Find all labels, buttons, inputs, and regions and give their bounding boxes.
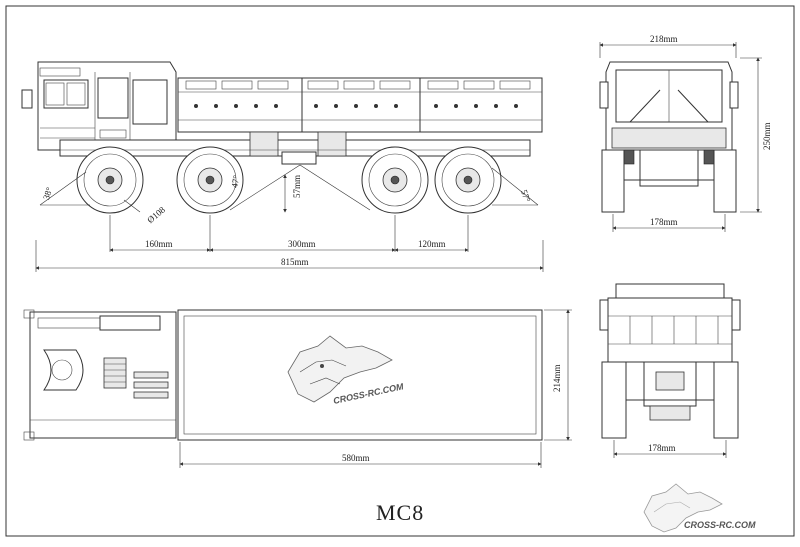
bed-width-label: 214mm <box>552 364 562 392</box>
model-title: MC8 <box>376 500 424 525</box>
front-tire-left <box>601 149 625 213</box>
top-cargo-bed <box>177 309 543 441</box>
cab-rear-window <box>132 79 168 125</box>
front-width-label: 218mm <box>650 34 678 44</box>
front-view: 218mm 250mm 178mm <box>599 34 772 232</box>
departure-angle-label: 57° <box>519 188 533 203</box>
ground-clearance-label: 57mm <box>292 175 302 198</box>
spacing-1-label: 160mm <box>145 239 173 249</box>
rear-tire-right <box>713 361 739 439</box>
top-vent-grille <box>103 357 127 389</box>
wheel-2 <box>176 146 244 214</box>
rear-view: 178mm <box>599 283 741 458</box>
wheel-diameter-label: Ø108 <box>145 204 167 225</box>
wheel-3 <box>361 146 429 214</box>
cab-door-window <box>97 77 129 119</box>
front-height-label: 250mm <box>762 122 772 150</box>
bed-length-label: 580mm <box>342 453 370 463</box>
top-view: CROSS-RC.COM 214mm 580mm <box>23 309 572 468</box>
breakover-angle-label: 47° <box>229 174 241 189</box>
wheel-4 <box>434 146 502 214</box>
rear-tire-left <box>601 361 627 439</box>
wheel-1 <box>76 146 144 214</box>
front-tire-right <box>713 149 737 213</box>
spare-wheel-mount <box>43 349 84 391</box>
cargo-bed <box>177 77 543 133</box>
front-track-label: 178mm <box>650 217 678 227</box>
cab-window-front <box>43 79 89 109</box>
approach-angle-label: 38° <box>41 186 55 201</box>
rear-cargo-box <box>607 297 733 363</box>
side-mirror <box>21 89 33 109</box>
corner-logo: CROSS-RC.COM <box>643 483 756 533</box>
bed-logo-wolf-icon <box>287 335 393 403</box>
overall-length-label: 815mm <box>281 257 309 267</box>
side-view: 38° 57° 47° 57mm Ø108 160mm 300mm 120mm … <box>21 61 544 272</box>
rear-track-label: 178mm <box>648 443 676 453</box>
spacing-2-label: 300mm <box>288 239 316 249</box>
sheet-border <box>5 5 795 537</box>
wolf-logo-icon <box>643 483 723 533</box>
spacing-3-label: 120mm <box>418 239 446 249</box>
corner-logo-text: CROSS-RC.COM <box>684 520 756 530</box>
